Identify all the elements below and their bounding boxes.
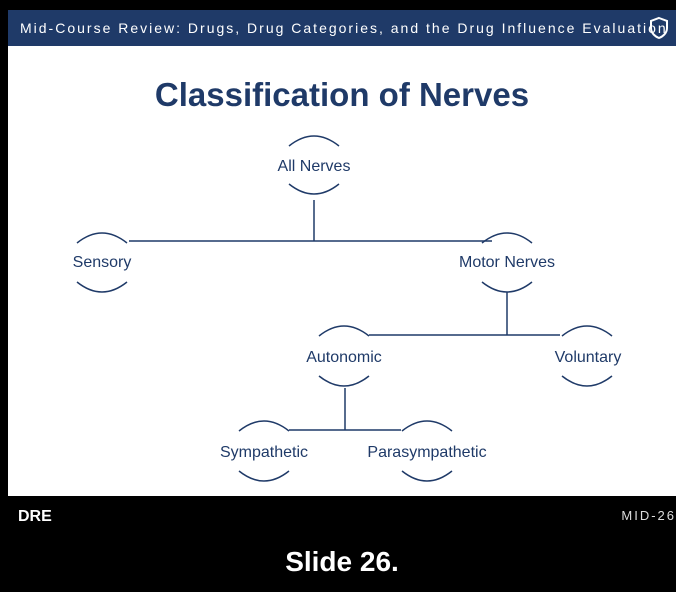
slide-caption: Slide 26.	[285, 546, 399, 577]
node-parasympathetic: Parasympathetic	[367, 444, 486, 461]
node-voluntary: Voluntary	[555, 349, 622, 366]
node-all-nerves: All Nerves	[278, 158, 351, 175]
node-sensory: Sensory	[73, 254, 132, 271]
node-autonomic: Autonomic	[306, 349, 382, 366]
node-motor-nerves: Motor Nerves	[459, 254, 555, 271]
shield-icon	[650, 16, 668, 40]
node-arcs-all-nerves	[288, 135, 340, 195]
node-arcs-sympathetic	[238, 420, 290, 482]
node-arcs-voluntary	[561, 325, 613, 387]
node-sympathetic: Sympathetic	[220, 444, 308, 461]
slide-frame: Mid-Course Review: Drugs, Drug Categorie…	[8, 10, 676, 592]
node-arcs-parasympathetic	[401, 420, 453, 482]
slide-header: Mid-Course Review: Drugs, Drug Categorie…	[8, 10, 676, 46]
nerve-classification-diagram: All Nerves Sensory Motor Nerves Autonomi…	[73, 135, 622, 482]
node-arcs-motor-nerves	[481, 232, 533, 293]
node-arcs-autonomic	[318, 325, 370, 387]
header-title: Mid-Course Review: Drugs, Drug Categorie…	[20, 20, 668, 36]
slide-content: Classification of Nerves	[8, 46, 676, 496]
slide-title: Classification of Nerves	[154, 76, 530, 113]
node-arcs-sensory	[76, 232, 128, 293]
slide-code: MID-26	[621, 508, 676, 523]
dre-logo: DRE	[18, 508, 52, 525]
slide-footer: DRE MID-26 Slide 26.	[8, 496, 676, 592]
